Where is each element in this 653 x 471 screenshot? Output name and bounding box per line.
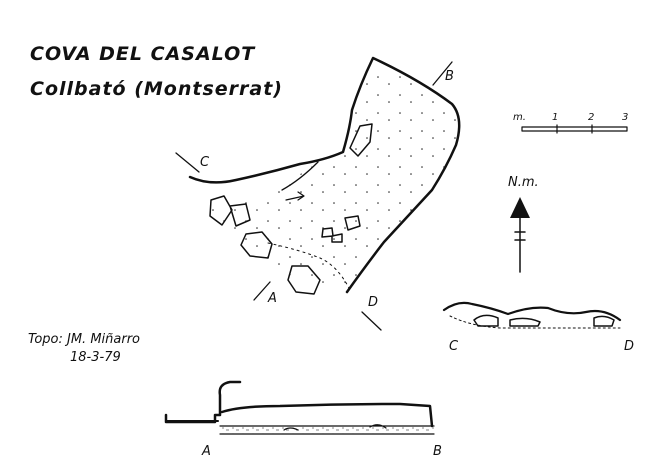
section-label-b: B	[445, 69, 454, 84]
north-arrow: N.m.	[508, 175, 539, 273]
scale-tick-2: 2	[588, 112, 594, 123]
section-ab-label-b: B	[433, 444, 442, 459]
section-label-a: A	[267, 291, 277, 306]
section-cd-floor	[449, 315, 621, 329]
section-ab-outline	[164, 380, 434, 428]
pit-arrow	[285, 191, 305, 201]
section-label-d: D	[368, 295, 378, 310]
blocks	[209, 195, 321, 295]
scale-bar-line	[521, 124, 628, 134]
cave-plan	[188, 56, 461, 295]
section-ab-label-a: A	[201, 444, 211, 459]
scale-bar: m. 1 2 3	[513, 112, 628, 134]
survey-location: Collbató (Montserrat)	[30, 78, 283, 100]
survey-title: COVA DEL CASALOT	[30, 43, 256, 65]
survey-date: 18-3-79	[70, 350, 121, 365]
inner-ledge	[281, 161, 319, 191]
scale-tick-1: 1	[552, 112, 558, 123]
section-a-b: A B	[164, 380, 442, 459]
cave-plan-fill	[210, 58, 458, 292]
cut-line-a	[253, 281, 271, 301]
cut-line-b	[432, 61, 453, 86]
section-cut-lines: B C A D	[175, 61, 454, 331]
scale-unit: m.	[513, 112, 526, 123]
section-c-d: C D	[442, 301, 634, 354]
cut-line-d	[361, 311, 382, 331]
section-ab-floor-line	[219, 424, 435, 435]
section-label-c: C	[200, 155, 210, 170]
north-arrow-head-icon	[510, 197, 530, 218]
section-cd-label-c: C	[449, 339, 459, 354]
section-cd-label-d: D	[624, 339, 634, 354]
surveyor-credit: Topo: JM. Miñarro	[28, 332, 140, 347]
scale-tick-3: 3	[622, 112, 628, 123]
section-ab-floor	[220, 425, 434, 434]
north-arrow-shaft	[514, 217, 526, 273]
section-cd-roof	[442, 301, 622, 322]
section-cd-blocks	[473, 314, 615, 327]
blocks-inner	[321, 123, 373, 243]
cave-plan-outline	[188, 56, 461, 294]
cut-line-c	[175, 152, 200, 173]
north-label: N.m.	[508, 175, 539, 190]
drip-line	[267, 242, 351, 291]
